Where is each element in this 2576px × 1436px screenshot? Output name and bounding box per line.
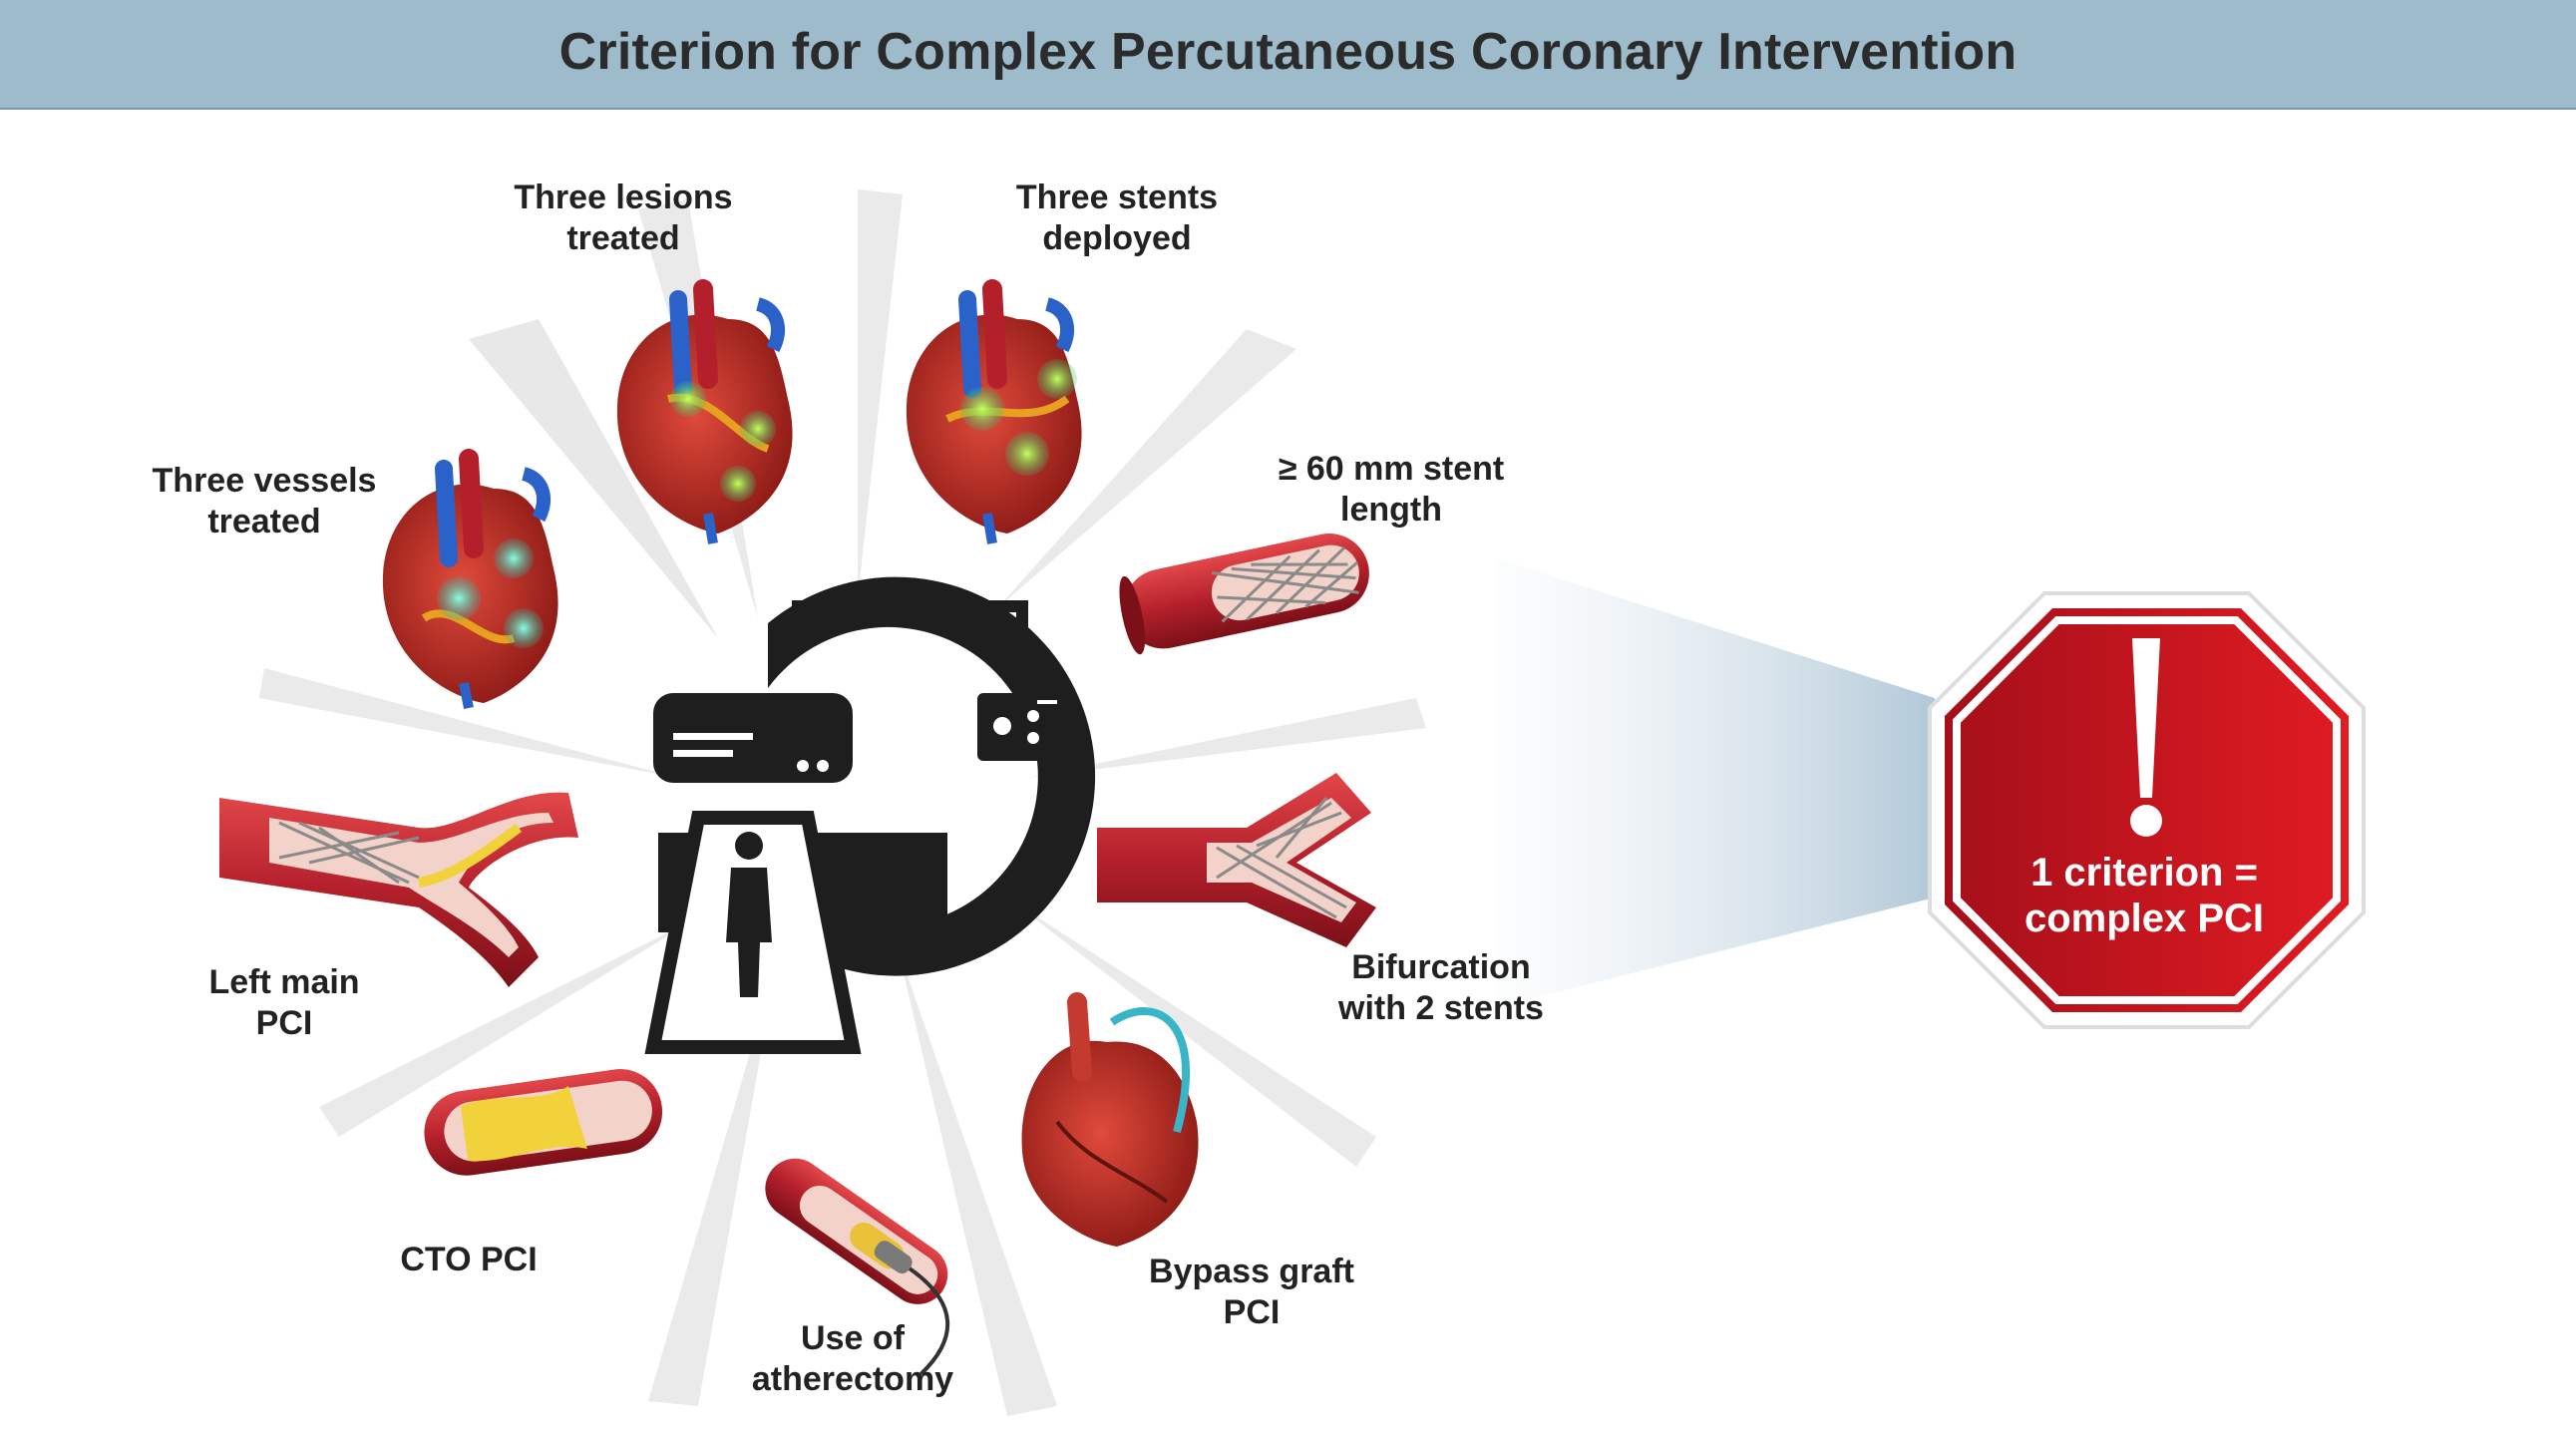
- stop-sign: [1928, 591, 2366, 1029]
- atherectomy-catheter-icon: [765, 1158, 950, 1376]
- bifurcation-stent-icon: [1097, 773, 1376, 947]
- heart-icon-three-lesions: [616, 279, 793, 544]
- page-title: Criterion for Complex Percutaneous Coron…: [558, 23, 2018, 81]
- stop-sign-text: 1 criterion =complex PCI: [2024, 851, 2265, 940]
- header-bar: Criterion for Complex Percutaneous Coron…: [0, 0, 2576, 110]
- heart-icon-three-vessels: [382, 449, 558, 709]
- bypass-heart-icon: [1021, 992, 1199, 1247]
- heart-icon-three-stents: [906, 279, 1082, 544]
- stent-vessel-icon: [1119, 534, 1369, 655]
- label-cto: CTO PCI: [400, 1241, 538, 1278]
- left-main-vessel-icon: [219, 792, 578, 987]
- cath-lab-scanner-icon: [644, 576, 1096, 1054]
- rays: [259, 189, 1426, 1416]
- beam: [1496, 558, 1935, 1007]
- occluded-vessel-icon: [424, 1069, 663, 1176]
